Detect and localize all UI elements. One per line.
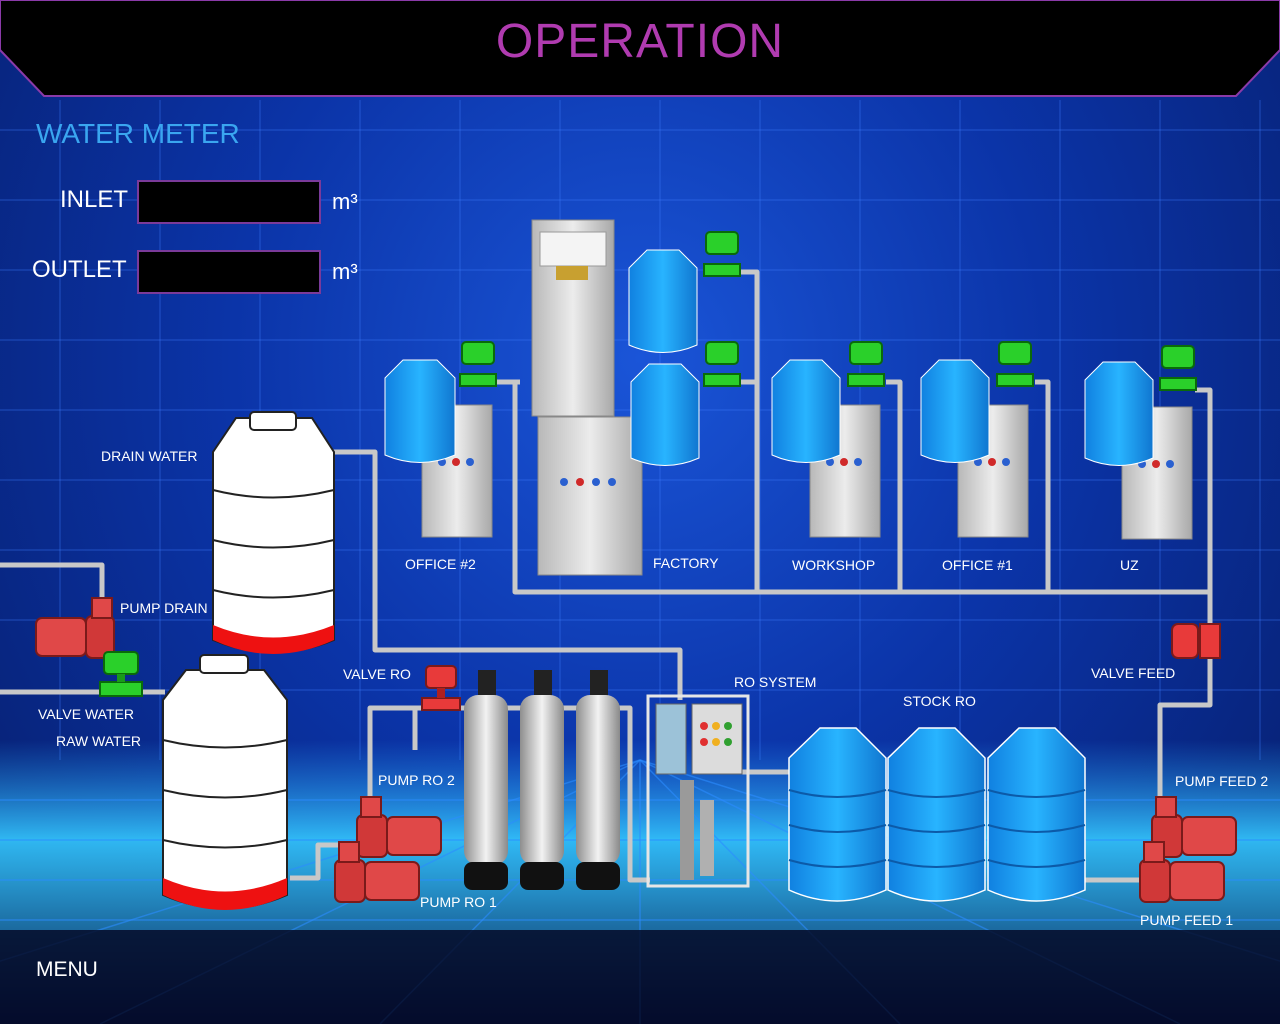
- label-pump-feed-1[interactable]: PUMP FEED 1: [1140, 912, 1234, 928]
- ro-system-unit: [646, 694, 750, 888]
- valve-office-1: [996, 341, 1034, 387]
- pump-feed-1: [1139, 841, 1225, 903]
- label-uz: UZ: [1120, 557, 1139, 573]
- stock-ro-tank-3: [987, 727, 1086, 902]
- filter-column-3: [576, 670, 620, 890]
- label-pump-ro-2[interactable]: PUMP RO 2: [378, 772, 455, 788]
- valve-water: [99, 651, 143, 697]
- raw-water-tank: [162, 654, 288, 910]
- supply-tank-workshop: [771, 359, 841, 463]
- header-bar: [0, 0, 1280, 97]
- supply-tank-office-2: [384, 359, 456, 463]
- filter-column-1: [464, 670, 508, 890]
- valve-ro: [421, 665, 461, 711]
- water-meter-title: WATER METER: [36, 118, 240, 149]
- supply-tank-uz: [1084, 361, 1154, 466]
- pump-drain: [35, 597, 115, 659]
- outlet-meter-field: [137, 250, 321, 294]
- ice-maker-machine: [531, 219, 615, 417]
- page-title: OPERATION: [495, 15, 785, 68]
- valve-workshop: [847, 341, 885, 387]
- pump-ro-2: [356, 796, 442, 858]
- inlet-unit: m³: [332, 189, 358, 214]
- valve-feed: [1171, 623, 1221, 659]
- valve-ice-maker: [703, 231, 741, 277]
- drain-water-tank: [212, 411, 335, 654]
- label-valve-water[interactable]: VALVE WATER: [38, 706, 134, 722]
- inlet-meter-field: [137, 180, 321, 224]
- valve-office-2: [459, 341, 497, 387]
- label-pump-drain[interactable]: PUMP DRAIN: [120, 600, 208, 616]
- menu-button[interactable]: MENU: [36, 958, 98, 981]
- pump-ro-1: [334, 841, 420, 903]
- label-valve-feed[interactable]: VALVE FEED: [1091, 665, 1176, 681]
- label-pump-feed-2[interactable]: PUMP FEED 2: [1175, 773, 1269, 789]
- label-pump-ro-1[interactable]: PUMP RO 1: [420, 894, 497, 910]
- stock-ro-tank-1: [788, 727, 887, 902]
- outlet-label: OUTLET: [32, 256, 127, 283]
- label-drain-water: DRAIN WATER: [101, 448, 198, 464]
- label-raw-water: RAW WATER: [56, 733, 142, 749]
- stock-ro-tank-2: [887, 727, 986, 902]
- supply-tank-factory: [630, 363, 700, 466]
- label-office-1: OFFICE #1: [942, 557, 1013, 573]
- filter-column-2: [520, 670, 564, 890]
- valve-uz: [1159, 345, 1197, 391]
- pump-feed-2: [1151, 796, 1237, 858]
- label-workshop: WORKSHOP: [792, 557, 876, 573]
- inlet-label: INLET: [60, 186, 129, 213]
- supply-tank-ice-maker: [628, 249, 698, 353]
- label-ro-system: RO SYSTEM: [734, 674, 817, 690]
- label-factory: FACTORY: [653, 555, 719, 571]
- label-stock-ro: STOCK RO: [903, 693, 976, 709]
- valve-factory: [703, 341, 741, 387]
- dispenser-factory: [537, 416, 643, 576]
- label-office-2: OFFICE #2: [405, 556, 476, 572]
- outlet-unit: m³: [332, 259, 358, 284]
- supply-tank-office-1: [920, 359, 990, 463]
- label-valve-ro[interactable]: VALVE RO: [343, 666, 411, 682]
